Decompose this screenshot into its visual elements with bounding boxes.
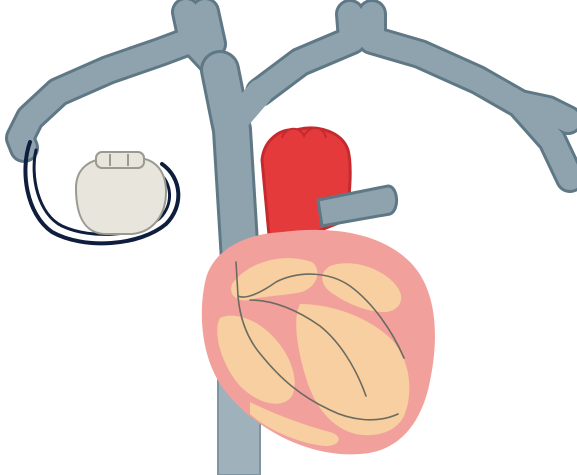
- pacemaker-header: [96, 152, 144, 168]
- pacemaker-body: [76, 158, 166, 234]
- vena-cava-merge: [236, 92, 260, 120]
- vena-cava: [220, 70, 240, 260]
- pacemaker-generator: [76, 152, 166, 234]
